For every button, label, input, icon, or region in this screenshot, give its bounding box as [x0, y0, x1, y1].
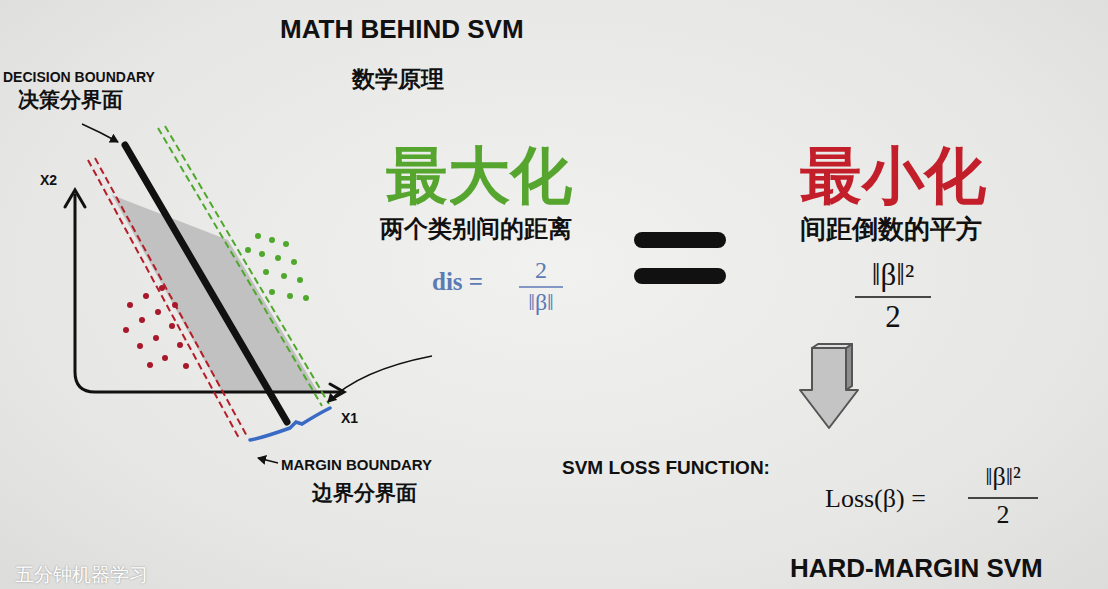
formula-part: dis = [432, 268, 483, 297]
red-points [143, 293, 149, 299]
green-margin-lines [158, 128, 322, 406]
green-points [303, 295, 309, 301]
leader-arrows [82, 124, 432, 463]
fraction-bars [519, 287, 1038, 498]
red-points [153, 335, 159, 341]
heading-maximize: 最大化 [386, 140, 572, 211]
fraction-bars [855, 296, 931, 298]
description: 两个类别间的距离 [380, 215, 572, 243]
footer-label: HARD-MARGIN SVM [790, 554, 1043, 584]
leader-arrows [328, 356, 432, 402]
margin-bracket [250, 408, 330, 440]
red-points [123, 285, 189, 369]
green-points [281, 273, 287, 279]
green-margin-lines [158, 126, 329, 406]
red-margin-lines [95, 158, 248, 438]
green-points [297, 277, 303, 283]
green-points [263, 269, 269, 275]
callout-label: 边界分界面 [312, 481, 417, 505]
green-margin-lines [165, 126, 329, 404]
red-points [123, 327, 129, 333]
margin-bracket [250, 408, 330, 440]
green-points [269, 289, 275, 295]
callout-label: MARGIN BOUNDARY [281, 456, 432, 473]
formula-numerator: ‖β‖² [985, 462, 1021, 492]
decision-boundary-line [125, 145, 287, 422]
title: MATH BEHIND SVM [280, 15, 524, 45]
axes [65, 190, 344, 400]
description: 间距倒数的平方 [800, 215, 982, 245]
red-points [127, 302, 133, 308]
leader-arrows [258, 458, 278, 463]
red-points [139, 317, 145, 323]
green-points [283, 241, 289, 247]
axes [65, 190, 85, 207]
equals-sign [634, 232, 726, 284]
callout-label: 决策分界面 [18, 88, 123, 112]
subtitle: 数学原理 [352, 66, 444, 92]
red-points [162, 355, 168, 361]
section-label: SVM LOSS FUNCTION: [562, 457, 770, 479]
formula-numerator: ‖β‖² [872, 257, 914, 293]
equals-sign [634, 268, 726, 284]
formula-part: Loss(β) = [825, 484, 926, 514]
formula-denominator: 2 [885, 299, 901, 335]
red-points [172, 302, 178, 308]
leader-arrows [82, 124, 118, 142]
equals-sign [634, 232, 726, 248]
red-points [147, 362, 153, 368]
red-points [155, 309, 161, 315]
green-points [259, 251, 265, 257]
axis-label: X1 [341, 410, 358, 426]
green-points [245, 247, 251, 253]
down-arrow [800, 348, 858, 428]
decision-boundary-line [125, 145, 287, 422]
watermark: 五分钟机器学习 [15, 564, 148, 586]
green-points [287, 293, 293, 299]
red-points [137, 343, 143, 349]
red-points [177, 342, 183, 348]
fraction-bars [968, 497, 1038, 499]
red-points [159, 285, 165, 291]
red-points [183, 363, 189, 369]
down-arrow [812, 344, 852, 348]
green-points [291, 259, 297, 265]
down-arrow [800, 344, 858, 428]
green-points [269, 237, 275, 243]
red-margin-lines [88, 158, 248, 440]
heading-minimize: 最小化 [800, 140, 986, 211]
formula-denominator: ‖β‖ [528, 289, 554, 317]
fraction-bars [519, 286, 563, 288]
formula-denominator: 2 [997, 500, 1010, 530]
green-points [255, 233, 261, 239]
green-points [245, 233, 309, 301]
green-points [275, 255, 281, 261]
callout-label: DECISION BOUNDARY [3, 69, 155, 85]
red-points [169, 323, 175, 329]
formula-numerator: 2 [535, 257, 547, 285]
axis-label: X2 [40, 172, 57, 188]
